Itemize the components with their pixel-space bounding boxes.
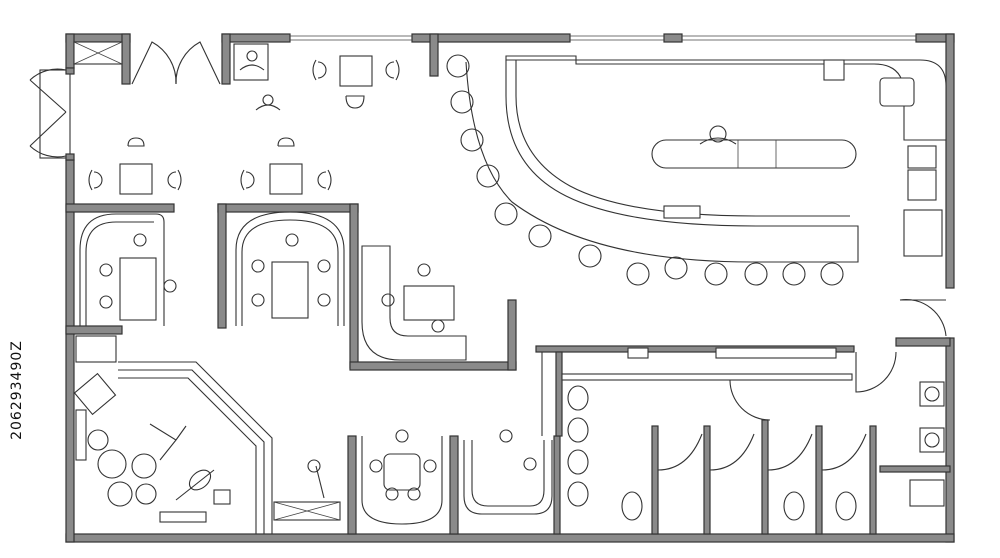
bar-sink-1 [823,59,845,81]
wall-bar-left [429,33,439,77]
bar-counter[interactable] [465,55,947,263]
amp-icon [73,372,117,416]
wall-entry-right [221,33,231,85]
mic-stand-icon [149,423,187,461]
restroom-door[interactable] [855,351,897,393]
toilet-stalls [621,419,877,535]
wall-bottom [65,533,955,543]
speaker-icon [75,409,87,461]
bar-sink-2 [879,77,915,107]
stage-area [65,325,341,534]
standing-figures-entry [233,43,281,111]
pedal-icon [213,489,231,505]
wall-top-bar [411,33,571,43]
bar-shelf-1 [627,347,649,359]
bar-register [663,205,701,219]
booth-room-2 [217,203,359,369]
drum-kit-icon [97,449,127,479]
sinks [909,381,945,507]
entrance-double-door[interactable] [29,67,75,161]
bar-fridge [903,209,943,257]
dining-table-3[interactable] [312,55,400,109]
wall-booth-divider [507,299,517,371]
bar-appliance-1 [907,145,937,169]
corner-booth-3 [349,245,517,371]
round-table[interactable] [383,453,421,491]
stall-door[interactable] [729,379,771,421]
wall-left-lower [65,159,75,543]
inner-double-door[interactable] [131,41,221,85]
bar-island [651,139,857,169]
booth-table-1[interactable] [119,257,157,321]
booth-table-3[interactable] [403,285,455,321]
bar-shelf-2 [715,347,837,359]
restrooms [535,298,951,535]
bar-appliance-2 [907,169,937,201]
dining-table-1[interactable] [88,137,182,195]
wall-top-left [65,33,131,43]
bar-stools[interactable] [446,54,844,286]
side-door[interactable] [899,298,947,337]
wall-right-lower [945,337,955,543]
stage-box [75,335,117,363]
wall-right-upper [945,33,955,289]
dining-table-2[interactable] [240,137,332,195]
wall-top-pillar [663,33,683,43]
booth-room-1 [65,203,177,326]
urinals [567,385,589,507]
wall-entry-divider [121,33,131,85]
keyboard-icon [159,511,207,523]
guitar-icon [175,469,215,501]
booth-table-2[interactable] [271,261,309,319]
wall-top-mid [221,33,291,43]
lower-booth-2 [463,429,561,535]
wall-left-top [65,33,75,69]
lower-booth-1 [347,429,459,535]
